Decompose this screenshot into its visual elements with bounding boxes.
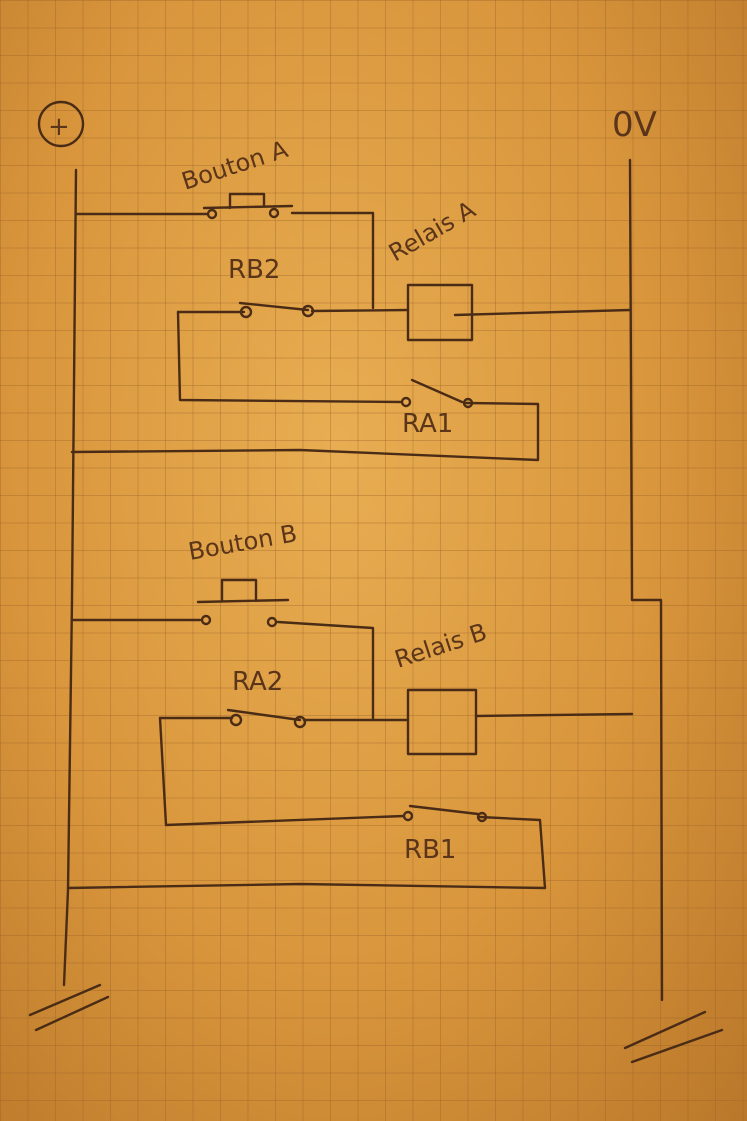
ra2-label: RA2: [232, 667, 283, 697]
relay-b-wire: [474, 712, 634, 718]
rb2-label: RB2: [228, 255, 280, 285]
rb1-label: RB1: [404, 835, 456, 865]
relay-a-coil: [406, 283, 474, 342]
button-b-label: Bouton B: [186, 519, 299, 566]
ra1-label: RA1: [402, 409, 453, 439]
rb2-contact: [176, 301, 410, 314]
ra1-contact: [70, 310, 540, 462]
zero-volt-label: 0V: [612, 105, 657, 145]
positive-rail: [62, 168, 78, 987]
relay-b-label: Relais B: [391, 618, 490, 674]
zero-volt-rail: [628, 158, 664, 1002]
ground-hatch-right: [623, 1010, 724, 1064]
relay-b-coil: [406, 688, 478, 756]
button-b-switch: [70, 578, 375, 722]
positive-terminal-circle: [37, 100, 85, 148]
ra2-contact: [158, 708, 410, 722]
positive-label: +: [48, 112, 70, 142]
rb1-contact: [66, 716, 547, 890]
relay-a-label: Relais A: [384, 195, 481, 267]
relay-a-wire: [453, 308, 632, 317]
button-a-switch: [74, 192, 375, 310]
button-a-label: Bouton A: [178, 135, 292, 196]
ground-hatch-left: [28, 983, 110, 1032]
